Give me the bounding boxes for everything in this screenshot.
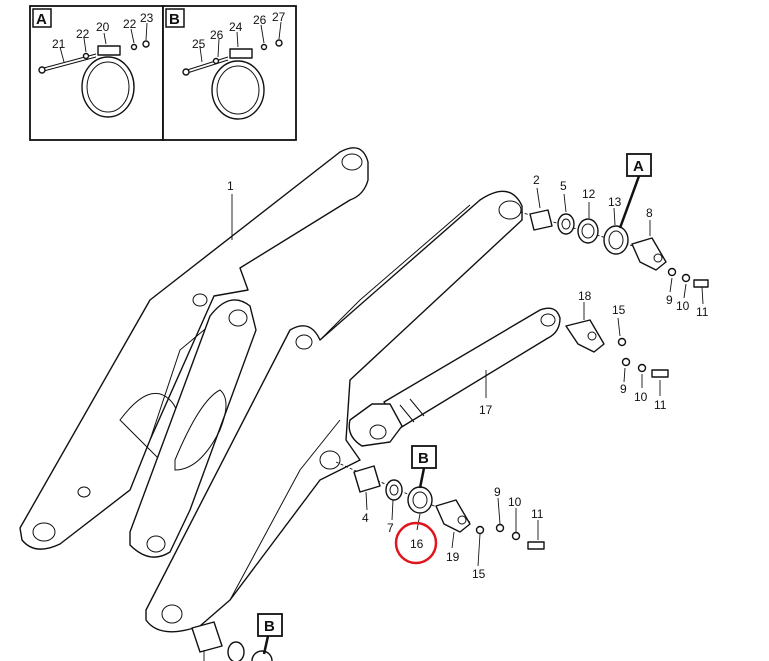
inset-a-label: A xyxy=(36,11,47,28)
callout-b-bottom: B xyxy=(257,613,283,655)
linkage-plate xyxy=(129,299,257,558)
pin-group-bottom xyxy=(191,621,273,661)
inset-b-part-27: 27 xyxy=(272,10,286,24)
part-label-9c: 9 xyxy=(494,485,501,499)
part-label-9a: 9 xyxy=(666,293,673,307)
part-label-10a: 10 xyxy=(676,299,690,313)
callout-b-bottom-label: B xyxy=(264,618,275,635)
hydraulic-cylinder xyxy=(348,307,561,447)
part-label-12: 12 xyxy=(582,187,596,201)
part-label-10b: 10 xyxy=(634,390,648,404)
inset-b-part-26b: 26 xyxy=(253,13,267,27)
part-label-11c: 11 xyxy=(531,507,544,521)
callout-b-mid: B xyxy=(411,445,437,489)
part-label-2: 2 xyxy=(533,173,540,187)
part-label-5: 5 xyxy=(560,179,567,193)
part-label-4: 4 xyxy=(362,511,369,525)
inset-b: B 25 26 24 26 27 xyxy=(165,8,286,120)
part-label-13: 13 xyxy=(608,195,622,209)
lift-arm-front xyxy=(145,190,523,633)
part-label-11b: 11 xyxy=(654,398,667,412)
part-label-7: 7 xyxy=(387,521,394,535)
inset-a-part-22b: 22 xyxy=(123,17,137,31)
part-label-10c: 10 xyxy=(508,495,522,509)
inset-b-label: B xyxy=(169,11,180,28)
inset-a-part-20: 20 xyxy=(96,20,110,34)
inset-a-part-22: 22 xyxy=(76,27,90,41)
pin-group-lower xyxy=(335,461,545,567)
inset-a-part-23: 23 xyxy=(140,11,154,25)
callout-b-mid-label: B xyxy=(418,450,429,467)
pin-group-upper xyxy=(519,187,709,305)
callout-a: A xyxy=(618,153,652,229)
part-label-1: 1 xyxy=(227,179,234,193)
part-label-11a: 11 xyxy=(696,305,709,319)
part-label-15b: 15 xyxy=(472,567,486,581)
pin-group-cylinder xyxy=(565,302,669,396)
callout-a-label: A xyxy=(633,158,644,175)
part-labels: 1 2 5 12 13 8 9 10 11 18 15 9 10 11 17 4… xyxy=(227,173,709,581)
inset-b-part-26: 26 xyxy=(210,28,224,42)
inset-b-part-25: 25 xyxy=(192,37,206,51)
part-label-8: 8 xyxy=(646,206,653,220)
part-label-18: 18 xyxy=(578,289,592,303)
part-label-9b: 9 xyxy=(620,382,627,396)
part-label-17: 17 xyxy=(479,403,493,417)
part-label-15a: 15 xyxy=(612,303,626,317)
highlight-circle xyxy=(394,521,438,565)
part-label-16: 16 xyxy=(410,537,424,551)
part-label-19: 19 xyxy=(446,550,460,564)
inset-a: A 21 22 20 22 23 xyxy=(32,8,154,118)
inset-b-part-24: 24 xyxy=(229,20,243,34)
inset-a-part-21: 21 xyxy=(52,37,66,51)
